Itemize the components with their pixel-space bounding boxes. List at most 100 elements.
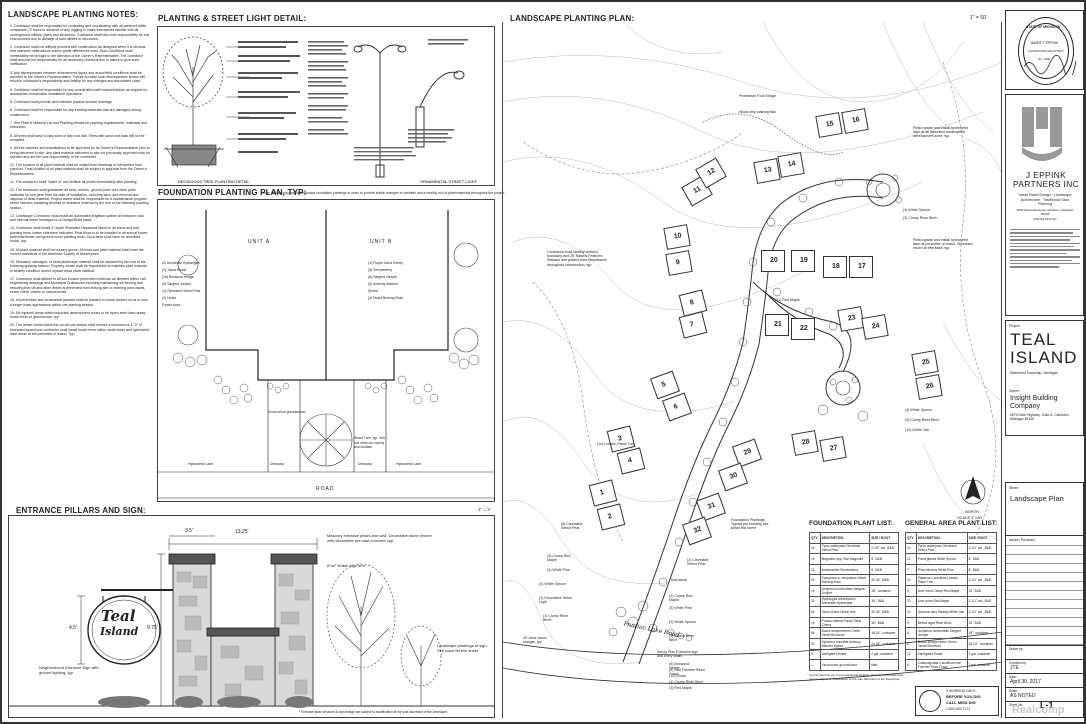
plan-callout: Savoy Plan Entrance sign and Entry Walls [657,650,699,659]
table-cell: 2-1/2" cal., B&B [966,595,998,608]
table-cell: Pyrus calleryana Cleveland Select Pear [819,542,871,555]
dim-pillar: 3.5' [185,528,193,534]
plan-callout: Finish grade and install hydroseed lawn … [913,126,968,139]
lot-number: 20 [770,257,778,264]
note-item: 14. Contractor shall install 3" depth Sh… [10,226,149,244]
table-cell: Variegated Hosta [819,648,871,661]
planting-detail-panel: DECIDUOUS TREE PLANTING DETAIL ORNAMENTA… [157,26,495,186]
plan-callout: (12) Hosta [669,674,686,678]
lot-17: 17 [849,256,873,278]
table-cell: 5 [809,648,821,661]
table-cell: Spiraea x bumalda Anthony Waterer Spirea [819,637,871,650]
entrance-title: ENTRANCE PILLARS AND SIGN: [16,506,146,515]
road-label: ROAD [316,486,335,492]
project-line2: ISLAND [1010,348,1078,367]
plant-label: (9) Sargent Juniper [162,282,192,286]
project-label: Project: [1009,324,1021,328]
plan-callout: (2) White Spruce [669,620,696,624]
plan-callout: (3) White Spruce [539,582,566,586]
table-cell: 36", B&B [869,595,899,608]
sign-island: Island [100,625,139,638]
note-masonry: Masonry entrance pillars and wall. Decor… [327,533,432,543]
table-cell: Vinca minor groundcover [819,659,871,671]
plant-label: (4) Anthony Waterer Spirea [368,282,399,293]
landscape-plan-scale: 1" = 50' [970,15,987,21]
seal-box: STATE OF MICHIGAN JAMES T. EPPINK LANDSC… [1005,10,1084,90]
plan-callout: (1) Clump River Birch [543,614,569,623]
table-cell: Variegated Hosta [915,648,968,661]
note-item: 3. Any discrepancies between dimensioned… [10,70,145,84]
miss-dig-line3: CALL MISS DIG [946,700,976,705]
table-cell: 2 gal. container [966,659,998,671]
planting-detail-caption: DECIDUOUS TREE PLANTING DETAIL [178,179,250,184]
note-item: 18. All perennials and ornamental grasse… [10,298,149,307]
table-cell: 36", B&B [869,616,899,629]
note-item: 6. Contractor shall be responsible for a… [10,108,141,117]
plan-callout: Mail kiosk [671,578,687,582]
note-item: 19. All unpaved areas within impacted de… [10,310,147,320]
foundation-plan-title: FOUNDATION PLANTING PLAN, TYP: [158,188,307,197]
checked-label: Checked by: [1009,661,1027,665]
project-box: Project: TEAL ISLAND Waterford Township,… [1005,320,1084,436]
column-header: SIZE / ROOT [966,532,998,544]
plan-callout: (3) White Pine [669,606,692,610]
table-cell: Pyrus calleryana Cleveland Select Pear [915,542,968,555]
seal-top: STATE OF MICHIGAN [1026,25,1061,29]
note-item: 5. Contractor shall provide and maintain… [10,100,113,105]
foundation-bottom-label: Hydroseed Lawn [188,462,214,466]
firm-logo [1022,107,1062,161]
plan-callout: Foundation Plantings, Typical per buildi… [731,518,769,531]
note-item: 11. The contractor shall "water in" and … [10,180,138,185]
notes-list: 1. Contractor shall be responsible for c… [10,24,150,340]
table-cell: 30-36", B&B [869,574,899,586]
seal-name: JAMES T. EPPINK [1030,41,1059,45]
foundation-list-title: FOUNDATION PLANT LIST: [809,520,893,527]
table-cell: 8', B&B [966,563,998,576]
plant-label: (3) Dwarf Burning Bush [368,296,404,300]
table-cell: 12 [905,648,917,661]
table-cell: 8', B&B [966,553,998,565]
table-cell: 24-36", container [869,637,899,650]
note-item: 2. Contractor shall not willfully procee… [10,45,146,67]
dim-height: 9.75' [147,625,158,631]
firm-address: 5000 Deshotels Road, Clarkston, Michigan… [1016,208,1074,216]
table-cell: Amelanchier Serviceberry [819,563,871,576]
table-cell: 96 [809,627,821,639]
plan-callout: (3) Clump River Birch [905,418,940,422]
table-cell: 10', B&B [966,584,998,597]
table-cell: flats [869,659,899,671]
note-item: 4. Contractor shall be responsible for a… [10,87,148,96]
lot-21: 21 [765,314,789,336]
foundation-bottom-label: Street Tree, typ. See this sheet for var… [354,436,386,450]
project-line1: TEAL [1010,330,1057,349]
north-scale: SCALE 1"=50' [957,515,983,520]
table-cell: 10 [905,542,917,555]
planting-detail-drawing: DECIDUOUS TREE PLANTING DETAIL ORNAMENTA… [162,36,478,184]
table-cell: Quercus alba Swamp White Oak [915,606,968,618]
table-cell: 6 [905,627,917,639]
lot-22: 22 [791,318,815,340]
plan-callout: Wood chip walking trail [739,110,776,114]
plan-callout: Contractor shall identify wetland bounda… [547,250,607,267]
sheet-no: L-1 [1040,700,1054,710]
table-cell: Buxus sempervirens Green Velvet Boxwood [915,637,968,650]
table-cell: 16 [809,563,821,576]
table-cell: 2-1/2" cal., B&B [966,542,998,555]
foundation-bottom-label: Hydroseed Lawn [396,462,422,466]
table-cell: 32 [809,637,821,650]
table-cell: Acer rubra Clump Red Maple [915,584,968,597]
